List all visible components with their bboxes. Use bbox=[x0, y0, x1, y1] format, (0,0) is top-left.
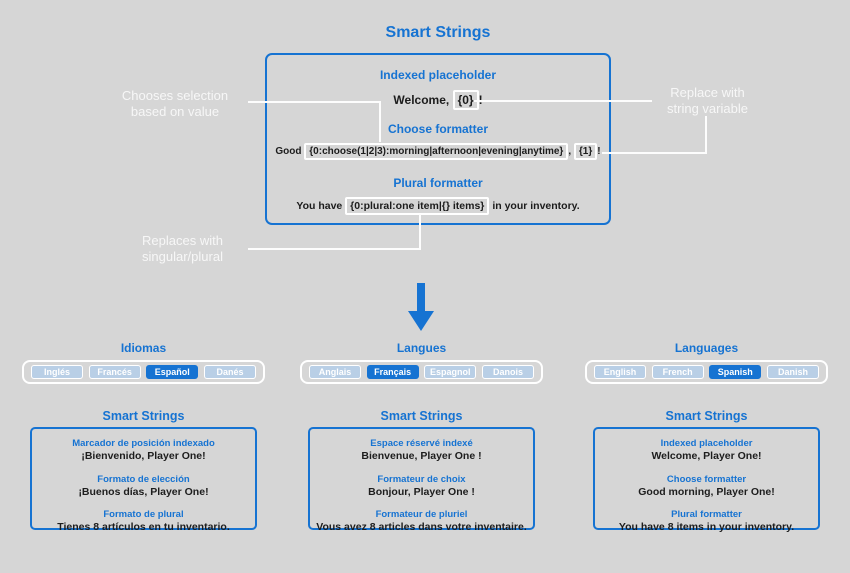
smart-strings-title: Smart Strings bbox=[665, 409, 748, 423]
lang-button-anglais[interactable]: Anglais bbox=[309, 365, 361, 379]
connector-line bbox=[705, 116, 707, 154]
lang-button-danois[interactable]: Danois bbox=[481, 365, 534, 379]
lang-button-english[interactable]: English bbox=[594, 365, 646, 379]
language-selector: Anglais Français Espagnol Danois bbox=[300, 360, 543, 384]
annotation-replaces-plural: Replaces with singular/plural bbox=[100, 233, 265, 265]
lang-button-frances[interactable]: Francés bbox=[88, 365, 141, 379]
text-pre: You have bbox=[296, 200, 346, 212]
example-line-plural: You have {0:plural:one item|{} items} in… bbox=[265, 197, 611, 215]
entry-value: ¡Buenos días, Player One! bbox=[78, 486, 209, 498]
section-label-plural: Plural formatter bbox=[393, 176, 483, 190]
connector-line bbox=[602, 152, 707, 154]
column-french: Langues Anglais Français Espagnol Danois… bbox=[300, 341, 543, 573]
localized-results-box: Espace réservé indexé Bienvenue, Player … bbox=[308, 427, 535, 533]
down-arrow-icon bbox=[408, 311, 434, 331]
smart-strings-title: Smart Strings bbox=[380, 409, 463, 423]
language-section-title: Langues bbox=[396, 341, 447, 355]
language-section-title: Idiomas bbox=[120, 341, 167, 355]
lang-button-french[interactable]: French bbox=[651, 365, 704, 379]
example-line-choose: Good {0:choose(1|2|3):morning|afternoon|… bbox=[245, 143, 631, 160]
localized-results-box: Indexed placeholder Welcome, Player One!… bbox=[593, 427, 820, 533]
annotation-line: Chooses selection bbox=[121, 88, 229, 103]
annotation-line: Replace with bbox=[670, 85, 745, 100]
annotation-replace-variable: Replace with string variable bbox=[635, 85, 780, 117]
entry-value: Bonjour, Player One ! bbox=[368, 486, 475, 498]
connector-line bbox=[419, 214, 421, 250]
localized-results-box: Marcador de posición indexado ¡Bienvenid… bbox=[30, 427, 257, 533]
lang-button-danes[interactable]: Danés bbox=[203, 365, 256, 379]
lang-button-spanish[interactable]: Spanish bbox=[709, 365, 762, 379]
entry-value: You have 8 items in your inventory. bbox=[618, 521, 795, 533]
language-selector: English French Spanish Danish bbox=[585, 360, 828, 384]
entry-label: Plural formatter bbox=[671, 509, 742, 520]
lang-button-ingles[interactable]: Inglés bbox=[31, 365, 83, 379]
entry-label: Choose formatter bbox=[666, 474, 747, 485]
lang-button-francais[interactable]: Français bbox=[366, 365, 419, 379]
connector-line bbox=[474, 100, 652, 102]
text-pre: Welcome, bbox=[393, 93, 453, 107]
variable-token: {1} bbox=[573, 143, 598, 160]
text-pre: Good bbox=[275, 146, 305, 157]
lang-button-danish[interactable]: Danish bbox=[766, 365, 819, 379]
annotation-line: based on value bbox=[130, 104, 220, 119]
entry-value: Good morning, Player One! bbox=[638, 486, 775, 498]
language-section-title: Languages bbox=[674, 341, 739, 355]
entry-value: Vous avez 8 articles dans votre inventai… bbox=[316, 521, 527, 533]
entry-label: Formato de plural bbox=[103, 509, 184, 520]
entry-label: Indexed placeholder bbox=[660, 438, 753, 449]
entry-value: Welcome, Player One! bbox=[651, 450, 762, 462]
section-label-indexed: Indexed placeholder bbox=[379, 68, 497, 82]
text-post: ! bbox=[597, 146, 601, 157]
entry-value: Tienes 8 artículos en tu inventario. bbox=[57, 521, 230, 533]
entry-label: Marcador de posición indexado bbox=[72, 438, 215, 449]
plural-token: {0:plural:one item|{} items} bbox=[345, 197, 490, 215]
section-label-choose: Choose formatter bbox=[387, 122, 488, 136]
connector-line bbox=[379, 101, 381, 142]
entry-label: Formateur de choix bbox=[377, 474, 466, 485]
entry-label: Formateur de pluriel bbox=[375, 509, 468, 520]
entry-value: Bienvenue, Player One ! bbox=[361, 450, 482, 462]
page-title: Smart Strings bbox=[385, 24, 491, 41]
lang-button-espanol[interactable]: Español bbox=[146, 365, 199, 379]
annotation-line: singular/plural bbox=[142, 249, 223, 264]
column-english: Languages English French Spanish Danish … bbox=[585, 341, 828, 573]
entry-value: ¡Bienvenido, Player One! bbox=[81, 450, 206, 462]
annotation-line: Replaces with bbox=[142, 233, 223, 248]
smart-strings-example-box bbox=[265, 53, 611, 225]
down-arrow-icon bbox=[417, 283, 425, 312]
lang-button-espagnol[interactable]: Espagnol bbox=[424, 365, 477, 379]
language-selector: Inglés Francés Español Danés bbox=[22, 360, 265, 384]
choose-token: {0:choose(1|2|3):morning|afternoon|eveni… bbox=[304, 143, 569, 160]
text-post: in your inventory. bbox=[489, 200, 580, 212]
connector-line bbox=[248, 101, 380, 103]
entry-label: Espace réservé indexé bbox=[370, 438, 473, 449]
text-mid: , bbox=[568, 146, 574, 157]
smart-strings-title: Smart Strings bbox=[102, 409, 185, 423]
annotation-line: string variable bbox=[667, 101, 748, 116]
column-spanish: Idiomas Inglés Francés Español Danés Sma… bbox=[22, 341, 265, 573]
annotation-chooses-selection: Chooses selection based on value bbox=[85, 88, 265, 120]
entry-label: Formato de elección bbox=[97, 474, 190, 485]
connector-line bbox=[248, 248, 421, 250]
